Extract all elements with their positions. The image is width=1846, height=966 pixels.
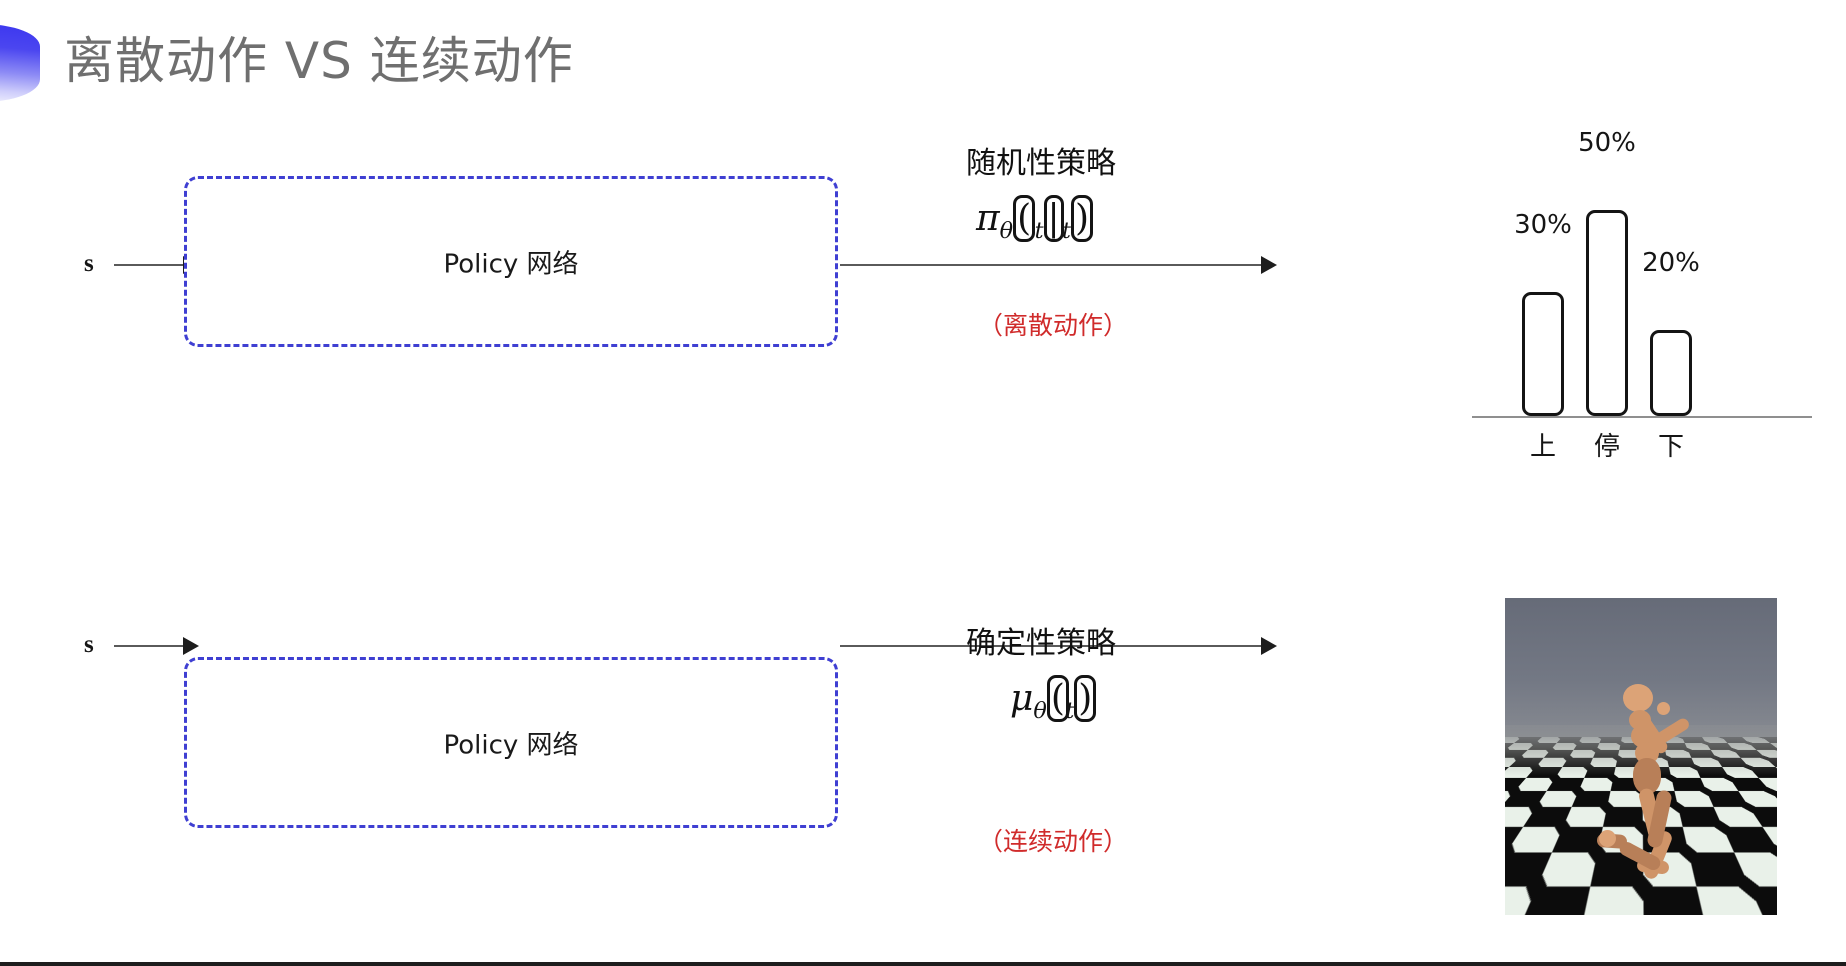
action-probability-bar-chart: 30% 50% 20% 上 停 下 [1472,96,1812,462]
deterministic-policy-caption: 确定性策略 [966,626,1116,661]
bar-value-up: 30% [1514,210,1572,240]
bar-category-up: 上 [1529,432,1556,462]
humanoid-fist [1657,702,1670,715]
bar-stop[interactable] [1586,210,1628,416]
bar-value-stop: 50% [1578,128,1636,158]
bar-up[interactable] [1522,292,1564,416]
state-input-label-bottom: s [84,631,94,658]
output-arrow-line-bottom [840,645,1264,647]
formula-mu-symbol: μ [1010,678,1034,719]
input-arrow-head-bottom [183,637,199,655]
formula-conditional-bar: | [1043,195,1064,243]
formula-theta-subscript: θ [999,218,1014,245]
chart-baseline-axis [1472,416,1812,418]
bar-down[interactable] [1650,330,1692,416]
bar-value-down: 20% [1642,248,1700,278]
input-arrow-line-top [114,264,186,266]
output-arrow-head-top [1261,256,1277,274]
policy-network-box-bottom[interactable]: Policy 网络 [184,657,838,828]
humanoid-head [1623,684,1653,712]
policy-network-box-top[interactable]: Policy 网络 [184,176,838,347]
formula-close-paren-bottom: ) [1074,675,1097,723]
bar-category-stop: 停 [1593,432,1620,462]
stochastic-policy-formula: πθ(at|st) [976,195,1094,245]
policy-network-label-bottom: Policy 网络 [443,730,579,760]
policy-network-label-top: Policy 网络 [443,249,579,279]
deterministic-policy-formula: μθ(st) [1010,675,1097,725]
formula-open-paren-bottom: ( [1046,675,1069,723]
input-arrow-line-bottom [114,645,186,647]
title-decoration-icon [0,24,40,102]
discrete-action-note: （离散动作） [978,311,1129,340]
bar-category-down: 下 [1657,432,1684,462]
humanoid-simulation-image [1505,598,1777,915]
formula-action-subscript: t [1034,218,1044,245]
formula-state-subscript: t [1062,218,1071,245]
output-arrow-head-bottom [1261,637,1277,655]
formula-state-subscript-bottom: t [1065,698,1075,725]
slide-footer-rule [0,962,1846,966]
formula-theta-subscript-bottom: θ [1033,698,1047,725]
output-arrow-line-top [840,264,1264,266]
state-input-label-top: s [84,250,94,277]
humanoid-back-heel [1599,830,1616,847]
continuous-action-note: （连续动作） [978,827,1129,856]
formula-open-paren: ( [1013,195,1036,243]
page-title: 离散动作 VS 连续动作 [64,32,574,90]
formula-close-paren: ) [1071,195,1094,243]
formula-pi-symbol: π [976,198,1000,239]
stochastic-policy-caption: 随机性策略 [966,146,1116,181]
